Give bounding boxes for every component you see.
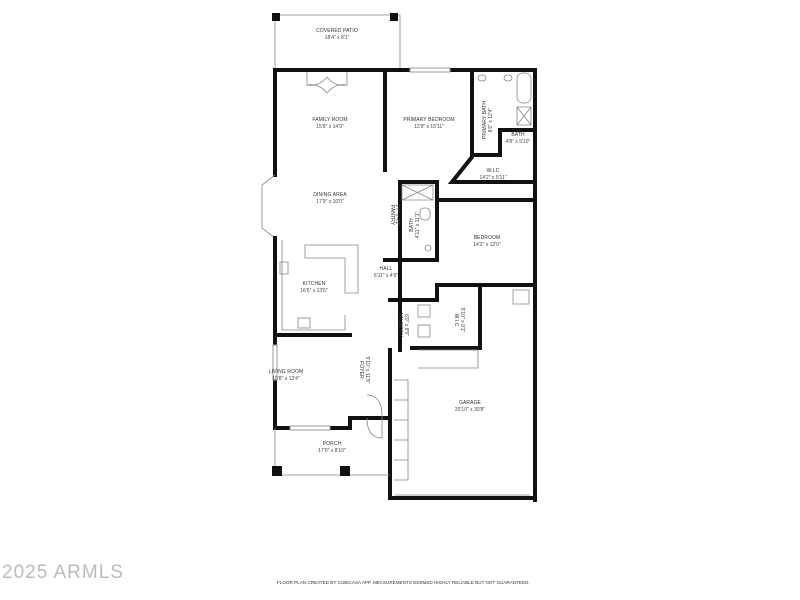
room-name: FOYER: [358, 361, 364, 379]
room-bath-primary-toilet: BATH 4'8" x 5'10": [506, 132, 531, 145]
room-dimensions: 20'10" x 30'8": [455, 407, 485, 413]
room-name: KITCHEN: [303, 281, 326, 287]
room-name: BEDROOM: [474, 235, 501, 241]
room-dimensions: 6'11" x 4'9": [374, 273, 398, 279]
room-name: PORCH: [323, 441, 342, 447]
room-bedroom: BEDROOM 14'2" x 12'0": [473, 235, 501, 248]
room-name: GARAGE: [459, 400, 482, 406]
walls: [261, 67, 537, 502]
room-name: HALL: [380, 266, 393, 272]
room-wic-primary: W.I.C 14'2" x 5'11": [479, 168, 506, 181]
covered-patio-outline: [272, 13, 401, 70]
room-foyer: FOYER 5'10" x 11'8": [358, 356, 370, 383]
room-name: BATH: [409, 218, 415, 232]
room-dimensions: 16'6" x 13'5": [300, 288, 328, 294]
watermark: 2025 ARMLS: [2, 562, 124, 583]
room-bath-hall: BATH 4'11" x 11'1": [409, 211, 421, 238]
room-dimensions: 18'4" x 8'1": [325, 35, 350, 41]
room-family-room: FAMILY ROOM 15'8" x 14'9": [312, 117, 347, 130]
room-living-room: LIVING ROOM 10'8" x 13'4": [269, 369, 303, 382]
room-pantry: PANTRY 1'7" x 4'2": [389, 204, 400, 226]
room-dimensions: 10'8" x 13'4": [272, 376, 300, 382]
room-name: PRIMARY BATH: [482, 101, 488, 139]
room-dimensions: 12'9" x 15'11": [414, 124, 444, 130]
room-dimensions: 17'0" x 8'10": [318, 448, 346, 454]
room-dimensions: 14'2" x 12'0": [473, 242, 501, 248]
room-primary-bedroom: PRIMARY BEDROOM 12'9" x 15'11": [403, 117, 454, 130]
room-name: FAMILY ROOM: [312, 117, 347, 123]
porch-outline: [272, 394, 390, 476]
room-porch: PORCH 17'0" x 8'10": [318, 441, 346, 454]
bathroom-fixtures: [394, 72, 532, 481]
room-primary-bath: PRIMARY BATH 8'6" x 12'4": [482, 101, 494, 139]
room-name: BATH: [511, 132, 525, 138]
room-dimensions: 5'10" x 11'8": [364, 356, 370, 383]
room-dimensions: 4'8" x 5'10": [506, 139, 531, 145]
room-dining-area: DINING AREA 17'9" x 10'0": [313, 192, 347, 205]
patio-double-door: [306, 70, 348, 94]
disclaimer-text: FLOOR PLAN CREATED BY CUBICASA APP. MEAS…: [277, 580, 530, 585]
kitchen-counters: [279, 240, 359, 331]
room-laundry: LAUNDRY 6'0" x 8'5": [397, 313, 409, 338]
room-wic-bedroom: W.I.C 5'10" x 9'1": [453, 308, 465, 333]
room-dimensions: 8'6" x 12'4": [488, 107, 494, 132]
room-name: PRIMARY BEDROOM: [403, 117, 454, 123]
room-dimensions: 15'8" x 14'9": [316, 124, 344, 130]
room-dimensions: 5'10" x 9'1": [459, 308, 465, 333]
room-name: LIVING ROOM: [269, 369, 303, 375]
room-name: LAUNDRY: [397, 313, 403, 338]
room-dimensions: 14'2" x 5'11": [479, 175, 506, 181]
room-name: W.I.C: [487, 168, 500, 174]
room-dimensions: 1'7" x 4'2": [394, 204, 400, 226]
room-dimensions: 4'11" x 11'1": [415, 211, 421, 238]
room-hall: HALL 6'11" x 4'9": [374, 266, 398, 279]
room-garage: GARAGE 20'10" x 30'8": [455, 400, 485, 413]
room-kitchen: KITCHEN 16'6" x 13'5": [300, 281, 328, 294]
room-dimensions: 17'9" x 10'0": [316, 199, 344, 205]
room-name: DINING AREA: [313, 192, 347, 198]
room-name: W.I.C: [453, 314, 459, 327]
room-dimensions: 6'0" x 8'5": [403, 314, 409, 336]
room-covered-patio: COVERED PATIO 18'4" x 8'1": [316, 28, 358, 41]
room-name: COVERED PATIO: [316, 28, 358, 34]
room-name: PANTRY: [389, 205, 395, 226]
